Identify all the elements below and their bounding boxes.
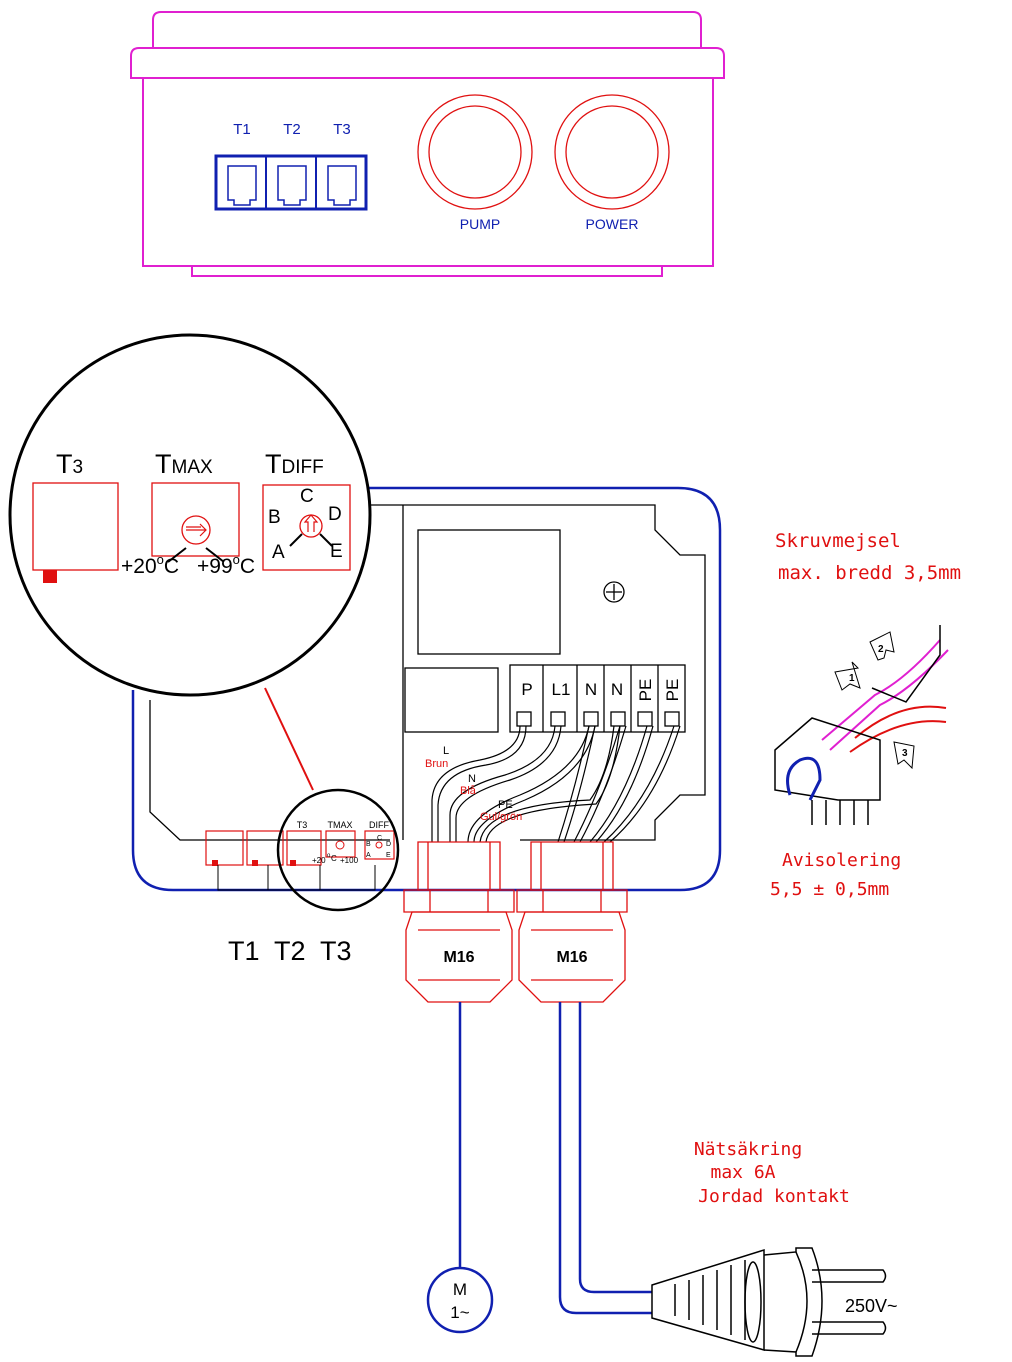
internal-wires: [431, 725, 681, 843]
power-button: [554, 94, 670, 210]
small-pos-b: B: [366, 841, 371, 848]
small-max: +100: [340, 856, 359, 865]
screwdriver-illustration: [774, 625, 949, 825]
step-1: 1: [849, 673, 855, 684]
terminal-label-n1: N: [585, 680, 597, 699]
zoom-pos-e: E: [330, 541, 343, 562]
wire-label-pe: PE: [498, 799, 513, 811]
zoom-pos-d: D: [328, 504, 342, 525]
cable-gland-left: [403, 841, 515, 1003]
terminal-block: [509, 664, 686, 733]
mains-plug: [651, 1247, 887, 1357]
cable-gland-right: [516, 841, 628, 1003]
magnifier-large: [8, 333, 372, 697]
voltage-label: 250V~: [845, 1296, 898, 1316]
zoom-tmax-min: +20oC: [121, 552, 179, 578]
jack-t2: [277, 165, 307, 206]
jack-t1: [227, 165, 257, 206]
small-pos-c: C: [377, 835, 382, 842]
terminal-label-n2: N: [611, 680, 623, 699]
note-strip-2: 5,5 ± 0,5mm: [770, 879, 889, 900]
step-3: 3: [902, 748, 908, 759]
note-fuse-1: Nätsäkring: [694, 1139, 802, 1160]
note-fuse-3: Jordad kontakt: [698, 1186, 850, 1207]
small-tmax-label: TMAX: [327, 820, 352, 830]
sensor-jacks: [214, 154, 368, 211]
jack-label-t3: T3: [333, 121, 351, 138]
motor-label-m: M: [453, 1280, 467, 1299]
jack-t3: [327, 165, 357, 206]
terminal-label-l1: L1: [552, 680, 571, 699]
power-label: POWER: [586, 216, 639, 232]
note-screwdriver-1: Skruvmejsel: [775, 530, 901, 552]
terminal-label-pe2: PE: [663, 679, 682, 702]
magnifier-small: [276, 788, 400, 912]
sensor-bottom-label: T1 T2 T3: [228, 936, 352, 966]
motor-label-phase: 1~: [450, 1303, 469, 1322]
zoom-tmax-label: TMAX: [155, 449, 213, 479]
wire-label-l: L: [443, 745, 449, 757]
gland-label-right: M16: [556, 949, 587, 966]
zoom-pos-c: C: [300, 486, 314, 507]
enclosure-lid: [152, 11, 702, 48]
screw-icon: [603, 581, 625, 603]
open-enclosure: [131, 486, 722, 892]
step-arrow-3: [893, 741, 915, 770]
front-panel: [130, 11, 725, 277]
note-screwdriver-2: max. bredd 3,5mm: [778, 562, 961, 584]
transformer: [404, 667, 499, 733]
zoom-t3-label: T3: [56, 449, 83, 479]
motor: [426, 1266, 494, 1334]
wire-label-n: N: [468, 773, 476, 785]
note-fuse-2: max 6A: [710, 1162, 775, 1183]
terminal-label-pe1: PE: [636, 679, 655, 702]
pump-button: [417, 94, 533, 210]
magnifier-leader: [264, 687, 314, 791]
small-pos-d: D: [386, 841, 391, 848]
zoom-tmax-max: +99oC: [197, 552, 255, 578]
relay: [417, 529, 561, 655]
terminal-label-p: P: [521, 680, 532, 699]
small-min-unit: C: [331, 854, 337, 863]
mains-cable: [558, 1002, 652, 1315]
pump-label: PUMP: [460, 216, 500, 232]
step-arrow-2: [869, 631, 895, 661]
zoom-tdiff-label: TDIFF: [265, 449, 324, 479]
wire-color-l: Brun: [425, 758, 448, 770]
note-strip-1: Avisolering: [782, 850, 901, 871]
step-2: 2: [878, 644, 884, 655]
small-t3-label: T3: [297, 820, 308, 830]
jack-label-t1: T1: [233, 121, 251, 138]
step-arrow-1: [834, 661, 861, 691]
small-min-deg: o: [327, 853, 331, 859]
sensor-block-small: [205, 830, 395, 891]
gland-label-left: M16: [443, 949, 474, 966]
small-pos-e: E: [386, 852, 391, 859]
zoom-pos-a: A: [272, 542, 285, 563]
wire-color-pe: Gul/grön: [480, 811, 522, 823]
wire-color-n: Blå: [460, 785, 477, 797]
small-min: +20: [312, 856, 326, 865]
zoom-pos-b: B: [268, 507, 281, 528]
small-diff-label: DIFF: [369, 820, 389, 830]
small-pos-a: A: [366, 852, 371, 859]
enclosure-body: [142, 77, 714, 267]
jack-label-t2: T2: [283, 121, 301, 138]
